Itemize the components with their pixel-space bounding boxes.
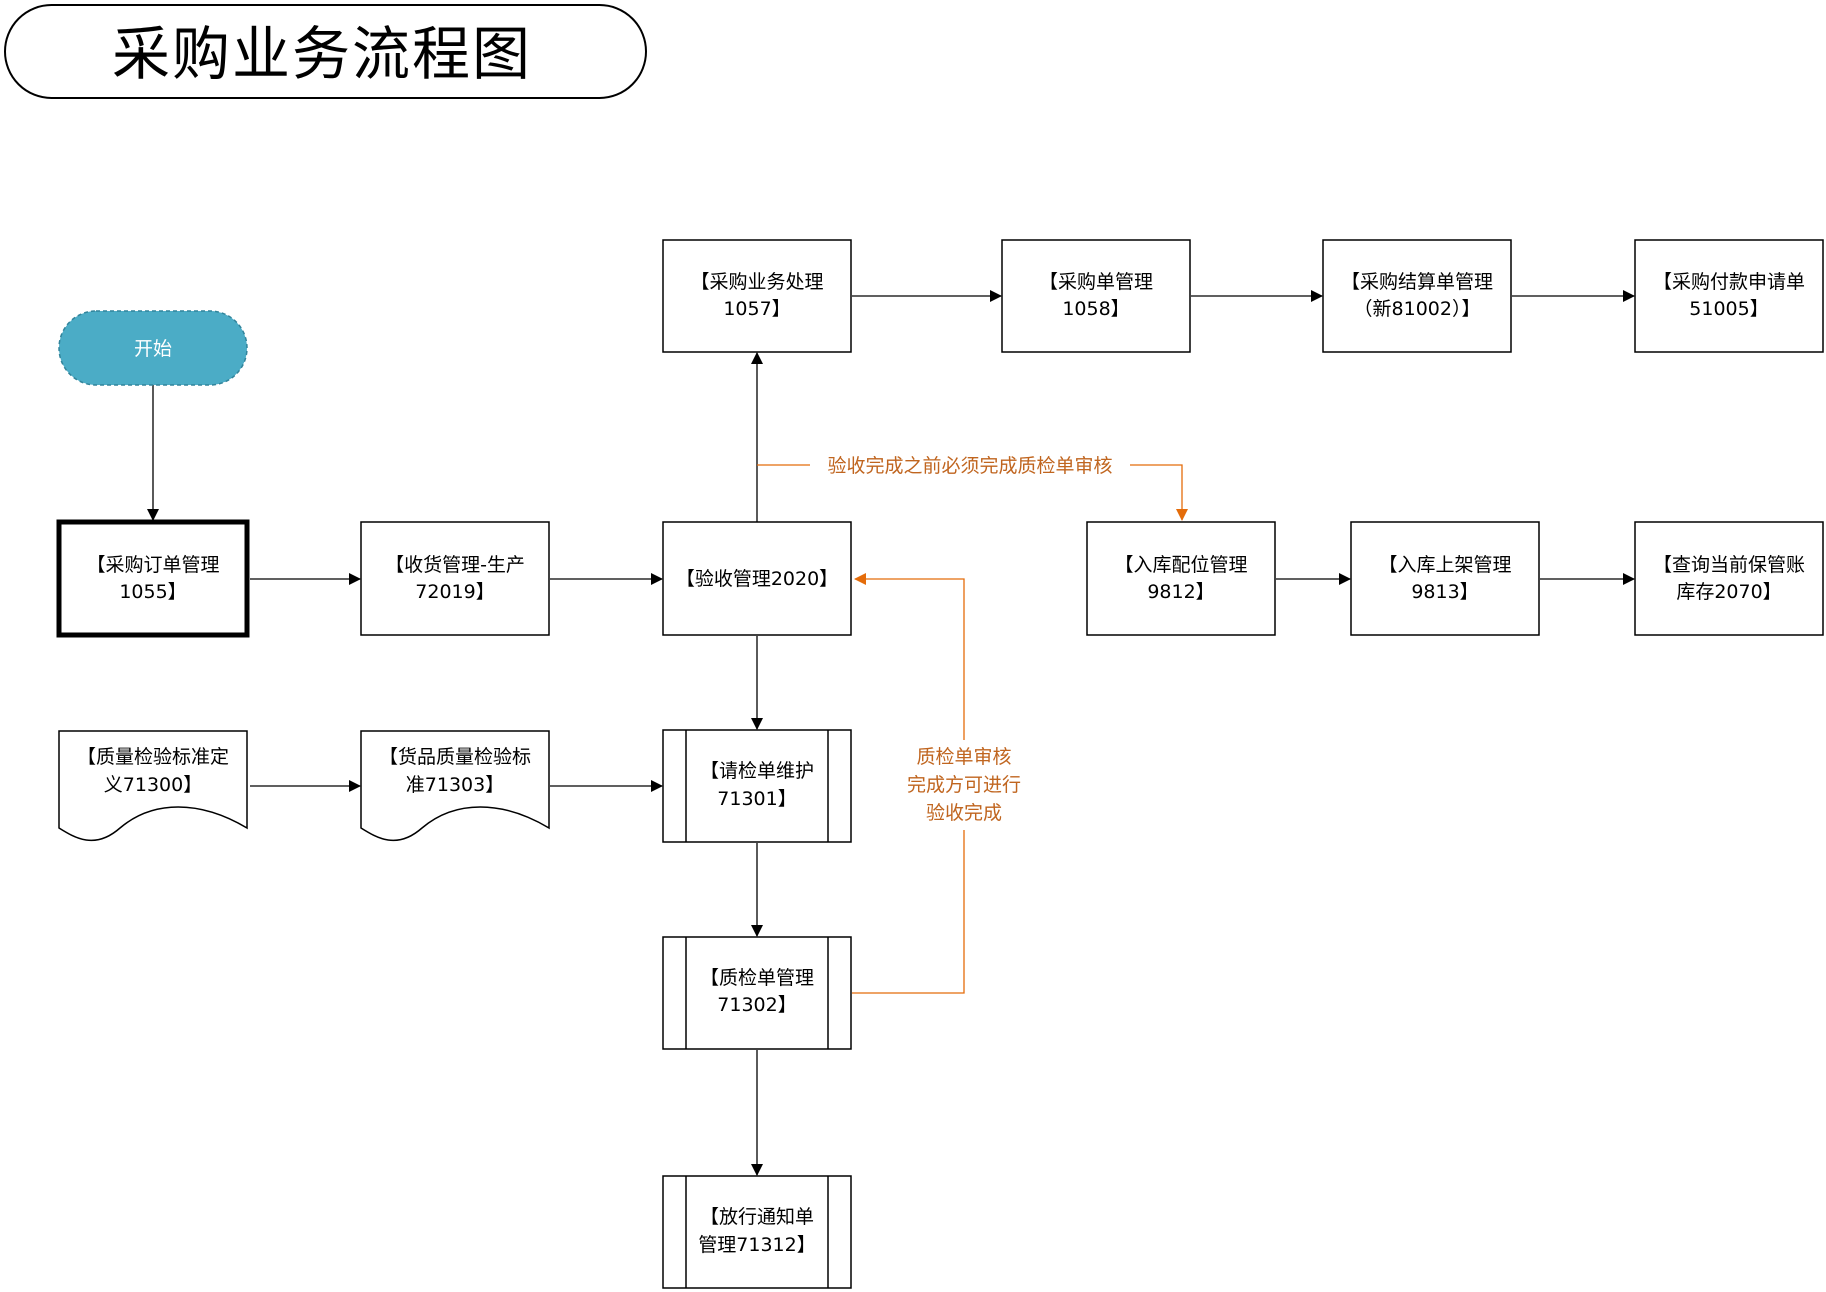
inventory-query-line2: 库存2070】 [1676,581,1781,603]
node-po-mgmt[interactable]: 【采购订单管理 1055】 [56,519,250,638]
qc-order-mgmt-line2: 71302】 [717,994,796,1016]
payment-request-line2: 51005】 [1689,298,1768,320]
qc-complete-line1: 质检单审核 [916,746,1011,768]
putaway-alloc-line1: 【入库配位管理 [1114,554,1247,576]
settlement-line2: （新81002）】 [1354,298,1481,320]
release-notice-line2: 管理71312】 [698,1234,815,1256]
node-purchase-order[interactable]: 【采购单管理 1058】 [1001,239,1191,353]
title-banner: 采购业务流程图 [4,4,647,99]
node-acceptance[interactable]: 【验收管理2020】 [662,521,852,636]
purchase-order-line2: 1058】 [1062,298,1129,320]
po-mgmt-line2: 1055】 [119,581,186,603]
qc-order-mgmt-line1: 【质检单管理 [700,967,814,989]
shelving-line1: 【入库上架管理 [1378,554,1511,576]
connectors [147,290,1635,1176]
settlement-line1: 【采购结算单管理 [1341,271,1493,293]
goods-qc-standard-line2: 准71303】 [406,774,504,796]
payment-request-line1: 【采购付款申请单 [1653,271,1805,293]
qc-standard-def-line1: 【质量检验标准定 [77,746,229,768]
page-title: 采购业务流程图 [112,20,533,88]
acceptance-label: 【验收管理2020】 [676,568,838,590]
node-payment-request[interactable]: 【采购付款申请单 51005】 [1634,239,1824,353]
node-inventory-query[interactable]: 【查询当前保管账 库存2070】 [1634,521,1824,636]
purchase-biz-line1: 【采购业务处理 [690,271,823,293]
node-putaway-alloc[interactable]: 【入库配位管理 9812】 [1086,521,1276,636]
node-shelving[interactable]: 【入库上架管理 9813】 [1350,521,1540,636]
release-notice-line1: 【放行通知单 [700,1206,814,1228]
node-settlement[interactable]: 【采购结算单管理 （新81002）】 [1322,239,1512,353]
node-inspection-request[interactable]: 【请检单维护 71301】 [662,729,852,843]
qc-complete-line3: 验收完成 [926,802,1002,824]
receiving-line2: 72019】 [415,581,494,603]
purchase-order-line1: 【采购单管理 [1039,271,1153,293]
receiving-line1: 【收货管理-生产 [385,554,525,576]
node-qc-standard-def[interactable]: 【质量检验标准定 义71300】 [58,730,248,842]
inventory-query-line1: 【查询当前保管账 [1653,554,1805,576]
putaway-alloc-line2: 9812】 [1147,581,1214,603]
purchase-biz-line2: 1057】 [723,298,790,320]
start-label: 开始 [134,338,172,360]
node-purchase-biz[interactable]: 【采购业务处理 1057】 [662,239,852,353]
goods-qc-standard-line1: 【货品质量检验标 [379,746,531,768]
shelving-line2: 9813】 [1411,581,1478,603]
annotation-before-acceptance: 验收完成之前必须完成质检单审核 [827,455,1112,477]
po-mgmt-line1: 【采购订单管理 [86,554,219,576]
qc-complete-line2: 完成方可进行 [907,774,1021,796]
inspection-request-line2: 71301】 [717,788,796,810]
node-receiving[interactable]: 【收货管理-生产 72019】 [360,521,550,636]
node-qc-order-mgmt[interactable]: 【质检单管理 71302】 [662,936,852,1050]
start-node[interactable]: 开始 [58,310,248,386]
node-release-notice[interactable]: 【放行通知单 管理71312】 [662,1175,852,1289]
node-goods-qc-standard[interactable]: 【货品质量检验标 准71303】 [360,730,550,842]
annotation-qc-complete: 质检单审核 完成方可进行 验收完成 [896,740,1034,830]
qc-standard-def-line2: 义71300】 [104,774,202,796]
inspection-request-line1: 【请检单维护 [700,760,814,782]
